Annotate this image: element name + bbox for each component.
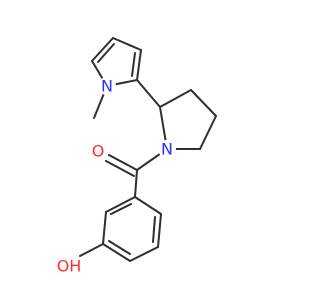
bond-benzene-c3-c4-double xyxy=(108,240,131,255)
bond-benzene-c2-c3 xyxy=(102,211,107,245)
bond-benzene-c4-c5 xyxy=(129,246,159,262)
molecule-diagram: N N O OH xyxy=(54,37,217,277)
bond-pyrrole-c5-c4-double xyxy=(97,43,115,63)
bond-pyrrolidine-c4-c5 xyxy=(199,115,217,150)
atom-o-carbonyl-label: O xyxy=(92,142,105,161)
bond-benzene-c3-c4 xyxy=(102,243,131,262)
bond-pyrrolidine-c3-c4 xyxy=(190,89,217,117)
bond-benzene-c5-c6-double xyxy=(152,216,156,243)
atom-n-pyrrolidine: N xyxy=(158,140,176,159)
atom-o-hydroxyl: OH xyxy=(54,257,82,277)
atom-o-hydroxyl-label: OH xyxy=(57,257,82,276)
atom-n-pyrrolidine-label: N xyxy=(161,140,173,159)
atom-n-pyrrole-label: N xyxy=(101,77,113,96)
bond-benzene-to-hydroxyl xyxy=(79,243,104,257)
bond-pyrrolidine-c2-c3 xyxy=(159,89,192,108)
bond-carbonyl-co-1 xyxy=(108,154,138,171)
bond-benzene-c1-c2-double xyxy=(110,203,132,215)
bond-carbonyl-co-2 xyxy=(105,160,135,177)
bond-pyrrole-c3-c2 xyxy=(136,49,142,81)
bond-benzene-c1-c2 xyxy=(105,196,136,213)
bond-pyrrole-c5-c4 xyxy=(91,37,114,62)
bond-carbonyl-to-benzene xyxy=(134,169,138,198)
atom-o-carbonyl: O xyxy=(89,142,107,161)
bond-pyrrole-to-pyrrolidine xyxy=(136,79,161,108)
bond-pyrrole-c3-c2-double xyxy=(131,52,136,77)
bond-benzene-c5-c6 xyxy=(157,213,162,248)
bond-benzene-c6-c1 xyxy=(134,196,162,215)
bond-pyrrole-c4-c3 xyxy=(112,37,142,51)
atom-n-pyrrole: N xyxy=(98,77,116,96)
